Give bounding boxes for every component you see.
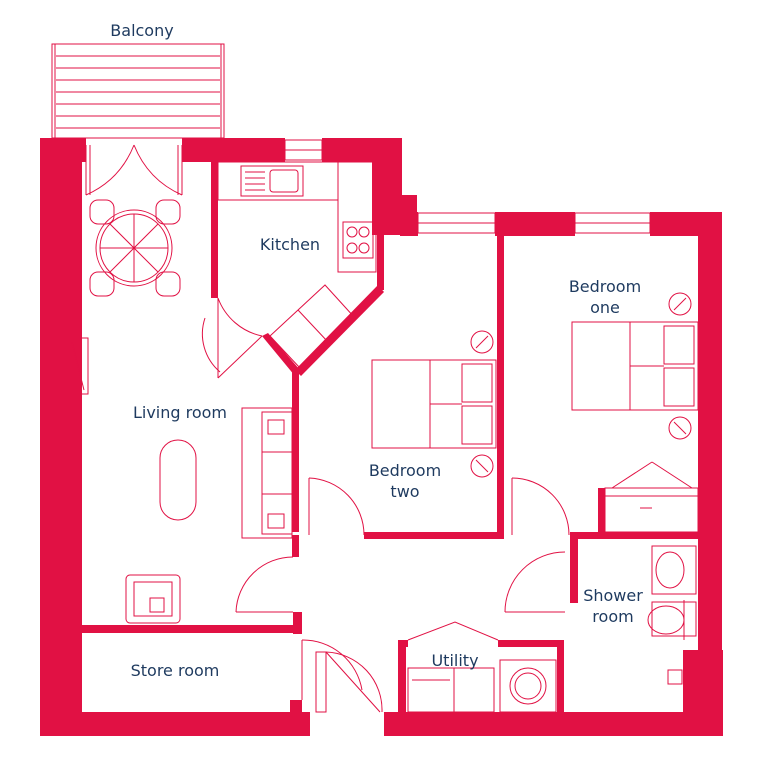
windows [284, 139, 651, 234]
utility-label: Utility [431, 651, 479, 670]
kitchen-units [217, 161, 377, 369]
coffee-table [159, 439, 197, 521]
bedroom-two-label: Bedroom two [368, 461, 442, 501]
doors [235, 477, 570, 713]
shower-fixtures [647, 545, 697, 685]
balcony-label: Balcony [110, 21, 174, 40]
bedroom-one-bed [571, 292, 699, 440]
tv-unit [65, 337, 89, 463]
walls [40, 138, 723, 736]
kitchen-label: Kitchen [259, 235, 321, 254]
balcony [51, 43, 225, 139]
store-room-label: Store room [130, 661, 220, 680]
bedroom-two-bed [371, 330, 497, 478]
dining-table [89, 199, 181, 297]
living-room-label: Living room [132, 403, 228, 422]
balcony-door [85, 144, 183, 196]
armchair [125, 574, 181, 624]
sofa [241, 407, 293, 539]
kitchen-door [201, 297, 263, 379]
bedroom-one-label: Bedroom one [568, 277, 642, 317]
shower-room-label: Shower room [583, 586, 643, 626]
utility-appliances [407, 621, 557, 713]
wardrobe [604, 461, 699, 533]
